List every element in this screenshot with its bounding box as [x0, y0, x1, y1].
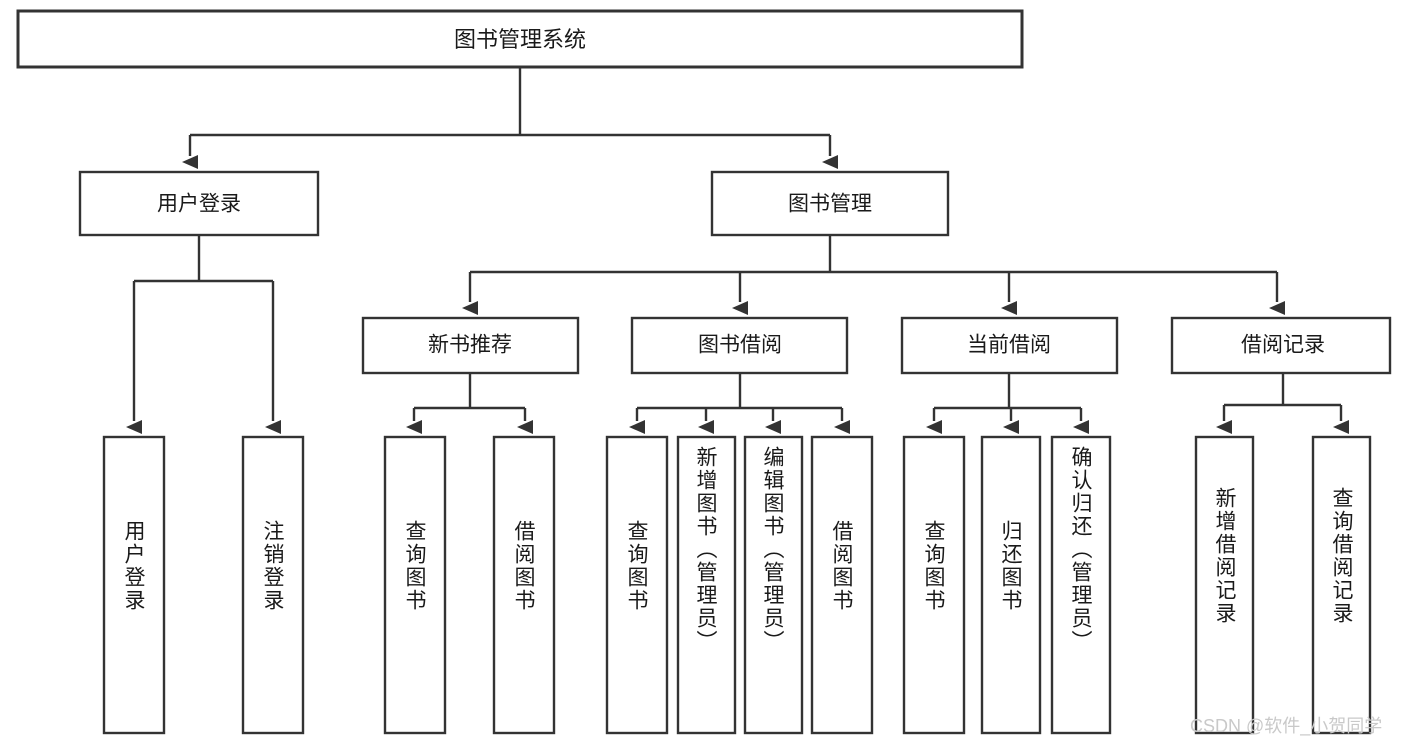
node-book-borrow-label: 图书借阅 — [698, 334, 782, 357]
leaf-box-add-record[interactable] — [1194, 435, 1255, 735]
node-book-borrow[interactable]: 图书借阅 — [630, 316, 849, 375]
node-user-login[interactable]: 用户登录 — [78, 170, 320, 237]
leaf-box-query-book-1[interactable] — [383, 435, 447, 735]
node-root-label: 图书管理系统 — [454, 27, 586, 52]
node-borrow-record-label: 借阅记录 — [1241, 334, 1325, 357]
leaf-box-borrow-book-1[interactable] — [492, 435, 556, 735]
node-borrow-record[interactable]: 借阅记录 — [1170, 316, 1392, 375]
leaf-box-return-book[interactable] — [980, 435, 1042, 735]
node-book-manage-label: 图书管理 — [788, 193, 872, 216]
node-user-login-label: 用户登录 — [157, 193, 241, 216]
leaf-box-confirm-return[interactable] — [1050, 435, 1112, 735]
node-current-borrow-label: 当前借阅 — [967, 334, 1051, 357]
leaf-box-query-book-2[interactable] — [605, 435, 669, 735]
leaf-box-edit-book[interactable] — [743, 435, 804, 735]
leaf-box-query-record[interactable] — [1311, 435, 1372, 735]
leaf-box-user-login[interactable] — [102, 435, 166, 735]
node-book-manage[interactable]: 图书管理 — [710, 170, 950, 237]
node-new-book-recommend-label: 新书推荐 — [428, 334, 512, 357]
leaf-box-query-book-3[interactable] — [902, 435, 966, 735]
node-current-borrow[interactable]: 当前借阅 — [900, 316, 1119, 375]
leaf-box-add-book[interactable] — [676, 435, 737, 735]
watermark: CSDN @软件_小贺同学 — [1190, 716, 1383, 736]
node-new-book-recommend[interactable]: 新书推荐 — [361, 316, 580, 375]
node-root[interactable]: 图书管理系统 — [16, 9, 1024, 69]
leaf-box-borrow-book-2[interactable] — [810, 435, 874, 735]
leaf-box-logout[interactable] — [241, 435, 305, 735]
